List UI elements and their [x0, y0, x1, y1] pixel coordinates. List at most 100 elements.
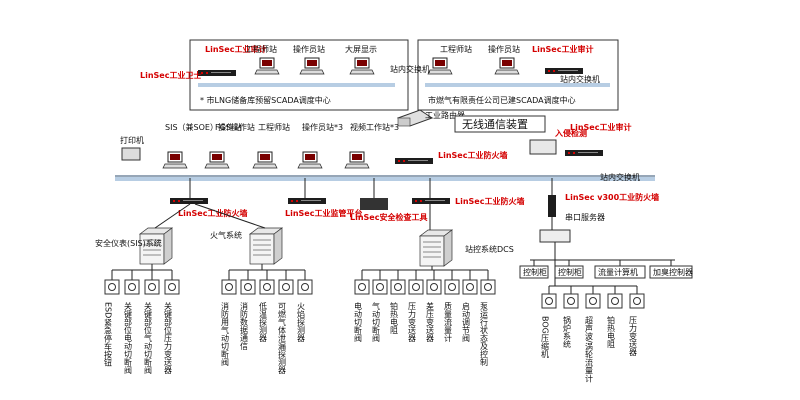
checker-label: LinSec安全检查工具	[350, 212, 427, 222]
router-label: 工业路由器	[425, 110, 465, 120]
right-center-title: 市燃气有限责任公司已建SCADA调度中心	[428, 95, 576, 105]
left-center-box: LinSec工业审计 工程师站 操作员站 大屏显示 * 市LNG储备库预留SCA…	[189, 39, 409, 111]
switch-top-label: 站内交换机	[390, 64, 430, 74]
fire_devices-label-4: 火焰探测器	[297, 302, 306, 343]
dcs_devices-icon-1	[372, 279, 388, 295]
right-center-audit-label: LinSec工业审计	[532, 44, 593, 54]
serial_devices-label-4: 压力变送器	[629, 316, 638, 357]
switch-main-label: 站内交换机	[600, 172, 640, 182]
fire_devices-icon-0	[221, 279, 237, 295]
fire-server	[249, 227, 283, 265]
serial_devices-icon-0	[541, 293, 557, 309]
monitor-label: LinSec工业监管平台	[285, 208, 362, 218]
fire_devices-label-0: 消防用气动切断阀	[221, 301, 230, 367]
guard-label: LinSec工业卫士	[140, 70, 201, 80]
switch-top-right-label: 站内交换机	[560, 74, 600, 84]
serial_devices-icon-1	[563, 293, 579, 309]
sis_devices-label-3: 关键部位压力变送器	[164, 301, 173, 375]
controller-label-1: 控制柜	[558, 267, 582, 277]
monitor-device	[288, 198, 326, 204]
serial_devices-icon-4	[629, 293, 645, 309]
left-center-operator-label: 操作员站	[293, 44, 325, 54]
left-center-title: * 市LNG储备库预留SCADA调度中心	[200, 95, 331, 105]
firewall-mid-label: LinSec工业防火墙	[438, 150, 507, 160]
checker-device	[360, 198, 388, 210]
engineer-station-pc-left	[254, 57, 280, 75]
dcs_devices-icon-7	[480, 279, 496, 295]
audit-device-top-right	[545, 68, 583, 74]
dcs_devices-label-4: 差压变送器	[426, 301, 435, 343]
fire_devices-icon-3	[278, 279, 294, 295]
printer-icon	[121, 147, 141, 161]
serial_devices-icon-3	[607, 293, 623, 309]
sis_devices-icon-0	[104, 279, 120, 295]
fire_devices-label-3: 可燃气体泄漏探测器	[278, 302, 287, 375]
sis_devices-icon-1	[124, 279, 140, 295]
dcs_devices-label-1: 气动切断阀	[372, 301, 381, 343]
fire_devices-label-2: 低温探测器	[259, 301, 268, 343]
firewall-mid-device	[395, 158, 433, 164]
fire_devices-icon-1	[240, 279, 256, 295]
dcs_devices-icon-5	[444, 279, 460, 295]
fire_devices-icon-4	[297, 279, 313, 295]
fw-left-device	[170, 198, 208, 204]
controller-label-0: 控制柜	[523, 267, 547, 277]
fire-device-group: 消防用气动切断阀消防数据通信低温探测器可燃气体泄漏探测器火焰探测器	[221, 264, 313, 375]
sis-station-label: SIS（兼SOE）操作站	[165, 122, 242, 132]
fw-center-label: LinSec工业防火墙	[455, 196, 524, 206]
fw-center-device	[412, 198, 450, 204]
controller-box-3	[649, 265, 693, 279]
sis_devices-label-1: 关键部位电动切断阀	[124, 301, 133, 375]
dcs_devices-label-6: 启动调节阀	[462, 301, 471, 343]
serial_devices-label-0: BOG压缩机	[541, 316, 550, 359]
right-center-engineer-label: 工程师站	[440, 44, 472, 54]
serial_devices-icon-2	[585, 293, 601, 309]
serial_devices-label-3: 铂热电阻	[607, 315, 616, 349]
dcs-device-group: 电动切断阀气动切断阀铂热电阻压力变送器差压变送器质量流量计启动调节阀泵运行状态及…	[354, 266, 496, 367]
sis_devices-icon-2	[144, 279, 160, 295]
dcs_devices-label-7: 泵运行状态及控制	[480, 302, 489, 367]
right-center-box: 工程师站 操作员站 LinSec工业审计 市燃气有限责任公司已建SCADA调度中…	[417, 39, 619, 111]
dcs-system-label: 站控系统DCS	[465, 244, 514, 254]
screen-pc-left	[349, 57, 375, 75]
dcs_devices-label-3: 压力变送器	[408, 302, 417, 343]
serial_devices-label-1: 锅炉系统	[563, 315, 572, 349]
op-station-pc	[297, 151, 323, 169]
dcs_devices-label-0: 电动切断阀	[354, 301, 363, 343]
dcs_devices-icon-6	[462, 279, 478, 295]
dcs_devices-label-5: 质量流量计	[444, 301, 453, 343]
sis_devices-label-0: ESD紧急停车按钮	[104, 302, 113, 367]
fw-v300-label: LinSec v300工业防火墙	[565, 192, 659, 202]
operator-station-pc-right	[494, 57, 520, 75]
sis-station-pc	[162, 151, 188, 169]
dcs-server	[419, 229, 453, 267]
intrusion-label: 入侵检测	[554, 128, 587, 138]
right-center-operator-label: 操作员站	[488, 44, 520, 54]
sis_devices-icon-3	[164, 279, 180, 295]
controller-group: 控制柜控制柜流量计算机加臭控制器	[519, 242, 693, 279]
controller-box-2	[594, 265, 646, 279]
left-center-engineer-label: 工程师站	[245, 44, 277, 54]
serial-server-icon	[539, 229, 571, 243]
fw-v300-device	[548, 195, 556, 217]
audit-mid-label: LinSec工业审计	[570, 122, 631, 132]
eng-station-pc	[252, 151, 278, 169]
fire-system-label: 火气系统	[210, 230, 242, 240]
audit-mid-device	[565, 150, 603, 156]
fire_devices-icon-2	[259, 279, 275, 295]
video-station-pc	[344, 151, 370, 169]
operator-station-pc-left	[299, 57, 325, 75]
printer-label: 打印机	[120, 135, 144, 145]
wireless-label: 无线通信装置	[462, 117, 528, 131]
serial_devices-label-2: 超声波/涡轮流量计	[585, 315, 594, 384]
video-station-label: 视频工作站*3	[350, 122, 399, 132]
sis-system-label: 安全仪表(SIS)系统	[95, 238, 162, 248]
audit-device-top-left	[198, 70, 236, 76]
intrusion-device	[529, 139, 557, 155]
router-icon	[396, 109, 434, 127]
eng-station-label: 工程师站	[258, 122, 290, 132]
serial-label: 串口服务器	[565, 212, 605, 222]
fgs-station-pc	[204, 151, 230, 169]
left-center-audit-label: LinSec工业审计	[205, 44, 266, 54]
